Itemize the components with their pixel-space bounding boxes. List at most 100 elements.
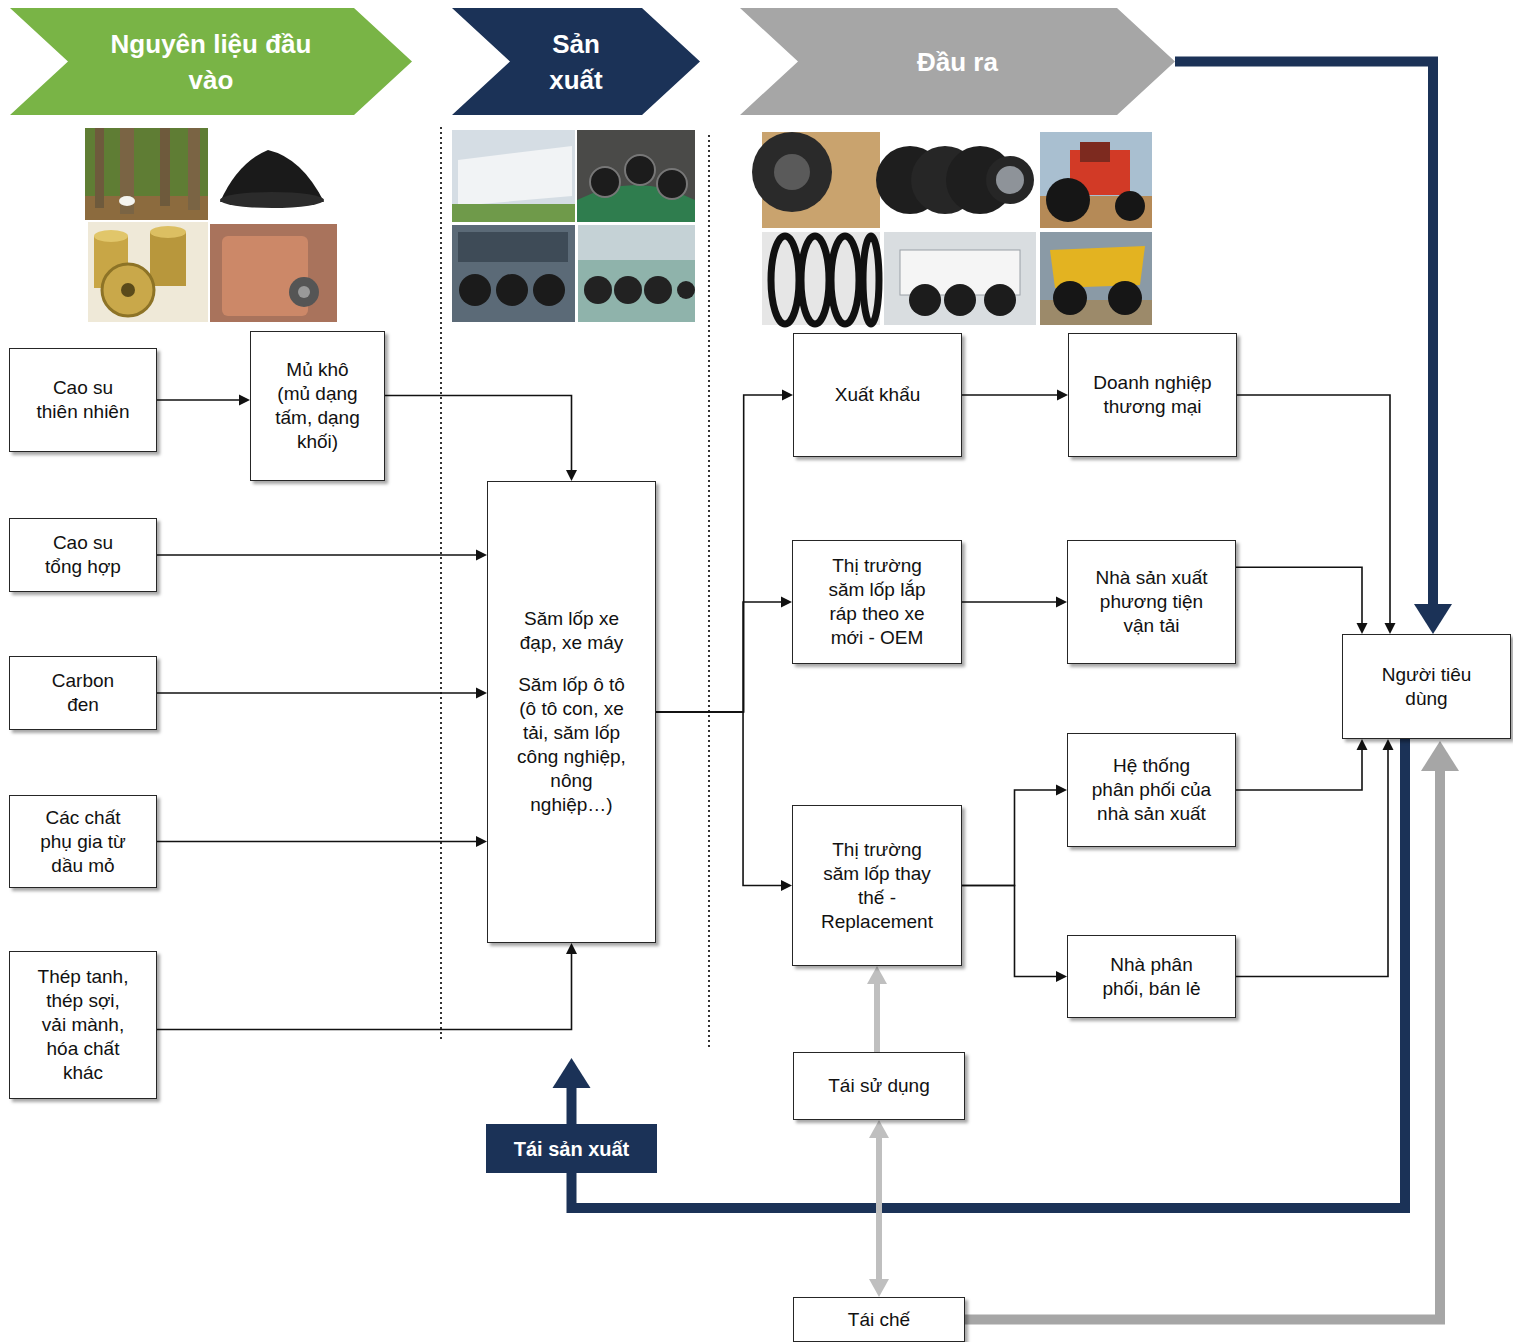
connector	[962, 785, 1067, 886]
production-line-photo	[577, 130, 695, 222]
connector	[157, 550, 487, 561]
text-group: Thép tanh, thép sợi, vải mành, hóa chất …	[33, 965, 133, 1085]
tire-warehouse-photo-part	[578, 225, 695, 322]
connector	[869, 1120, 889, 1297]
connector-line	[962, 790, 1057, 886]
car-tires-photo-part	[986, 156, 1034, 204]
factory-photo	[452, 130, 575, 222]
bicycle-tires-photo-part	[831, 236, 859, 324]
tractor-photo-part	[1115, 191, 1145, 221]
offroad-tire-photo	[752, 132, 880, 228]
connector-line	[385, 396, 572, 472]
node-text: Doanh nghiệp thương mại	[1093, 371, 1213, 419]
arrow-head	[781, 597, 792, 608]
tractor-photo-part	[1080, 142, 1110, 162]
chevron-fill	[10, 8, 412, 115]
connector-line	[876, 1137, 882, 1280]
tractor-photo	[1040, 132, 1152, 228]
output-box: Xuất khẩu	[793, 333, 962, 457]
connector	[1236, 739, 1368, 790]
text-group: Cao su tổng hợp	[33, 531, 133, 579]
carbon-black-photo	[210, 128, 330, 218]
output-box: Thị trường săm lốp thay thế - Replacemen…	[792, 805, 962, 966]
dump-truck-photo	[1040, 232, 1152, 325]
arrow-head	[566, 943, 577, 954]
dump-truck-photo-part	[1040, 232, 1152, 325]
input-box: Cao su thiên nhiên	[9, 348, 157, 452]
carbon-black-photo-part	[210, 128, 330, 218]
text-group: Cao su thiên nhiên	[31, 376, 135, 424]
arrow-head	[553, 1058, 591, 1088]
connector-line	[656, 395, 783, 712]
node-text: Các chất phụ gia từ dầu mỏ	[31, 806, 136, 878]
connector	[157, 395, 250, 406]
tire-press-photo-part	[459, 274, 491, 306]
text-group: Mủ khô (mủ dạng tấm, dạng khối)	[268, 358, 368, 454]
bicycle-tires-photo	[762, 232, 880, 325]
tractor-photo-part	[1040, 132, 1152, 228]
connector	[1236, 567, 1368, 634]
car-tires-photo-part	[996, 166, 1024, 194]
output-box: Doanh nghiệp thương mại	[1068, 333, 1237, 457]
node-text: Carbon đen	[43, 669, 123, 717]
dump-truck-photo-part	[1108, 281, 1142, 315]
rubber-tree-photo-part	[188, 128, 200, 210]
output-box: Nhà sản xuất phương tiện vận tải	[1067, 540, 1236, 664]
tire-warehouse-photo-part	[614, 276, 642, 304]
process-box: Săm lốp xe đạp, xe máySăm lốp ô tô (ô tô…	[487, 481, 656, 943]
connector-line	[962, 886, 1057, 977]
connector-line	[962, 601, 1057, 603]
arrow-head	[781, 880, 792, 891]
tire-press-photo	[452, 225, 575, 322]
connector	[1236, 739, 1394, 977]
node-text: Cao su tổng hợp	[33, 531, 133, 579]
chevron-shape	[452, 8, 700, 115]
production-line-photo-part	[577, 130, 695, 222]
connector-line	[656, 712, 782, 886]
cycle-box: Tái sử dụng	[793, 1052, 965, 1120]
tire-press-photo-part	[533, 274, 565, 306]
text-group: Carbon đen	[43, 669, 123, 717]
factory-photo-part	[458, 146, 572, 206]
connector	[656, 597, 792, 713]
text-group: Thị trường săm lốp lắp ráp theo xe mới -…	[817, 554, 937, 650]
steel-wire-photo-part	[88, 222, 208, 322]
node-text: Tái chế	[848, 1308, 910, 1332]
connector-line	[157, 692, 477, 694]
chevron-fill	[740, 8, 1175, 115]
connector-line	[157, 953, 572, 1029]
rubber-tree-photo	[85, 128, 208, 220]
connector	[572, 739, 1406, 1208]
production-line-photo-part	[590, 167, 620, 197]
car-tires-photo	[876, 132, 1036, 228]
rubber-tree-photo-part	[160, 128, 170, 206]
input-box: Cao su tổng hợp	[9, 518, 157, 592]
connector-line	[157, 399, 240, 401]
tire-cord-fabric-photo-part	[210, 224, 337, 322]
node-text: Nhà sản xuất phương tiện vận tải	[1084, 566, 1219, 638]
offroad-tire-photo-part	[752, 132, 832, 212]
offroad-tire-photo-part	[774, 154, 810, 190]
truck-photo-part	[909, 284, 941, 316]
arrow-head	[1421, 741, 1459, 771]
connector-line	[572, 739, 1406, 1208]
consumer-box: Người tiêu dùng	[1342, 634, 1511, 739]
arrow-head	[239, 395, 250, 406]
connector-line	[567, 1087, 577, 1124]
divider-line-part	[440, 127, 442, 1040]
connector-line	[1237, 395, 1390, 624]
connector	[1237, 395, 1396, 634]
tire-press-photo-part	[496, 274, 528, 306]
connector	[157, 836, 487, 847]
tire-warehouse-photo-part	[677, 281, 695, 299]
input-box: Carbon đen	[9, 656, 157, 730]
connector	[553, 1058, 591, 1124]
steel-wire-photo-part	[150, 226, 186, 238]
text-group: Nguyên liệu đầu vào	[86, 26, 336, 98]
arrow-head	[1056, 785, 1067, 796]
node-text: Săm lốp xe đạp, xe máy	[509, 607, 634, 655]
node-text: Xuất khẩu	[835, 383, 921, 407]
connector-line	[656, 602, 782, 712]
